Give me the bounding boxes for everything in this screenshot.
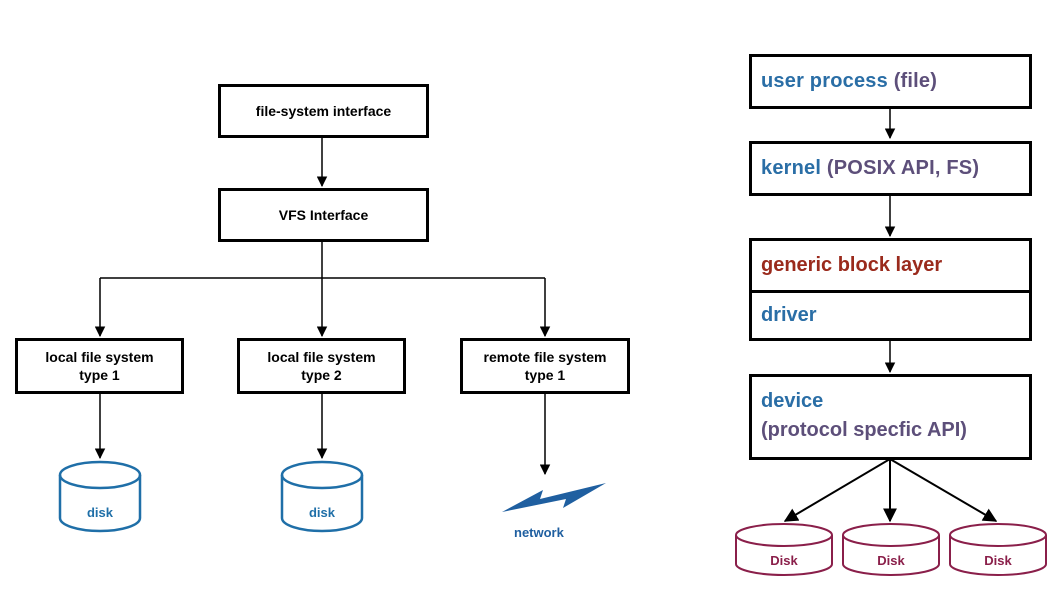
driver-label: driver — [752, 289, 1029, 339]
kernel-label: kernel — [761, 157, 822, 179]
arrow-device-to-disk-3 — [889, 458, 998, 522]
local-fs-2-line2: type 2 — [301, 367, 342, 383]
disk-2-label: disk — [308, 505, 335, 520]
network-label: network — [514, 525, 564, 540]
right-disk-3-label: Disk — [984, 553, 1012, 568]
local-fs-1-line1: local file system — [45, 348, 154, 365]
network-icon — [502, 483, 606, 512]
file-system-interface-box: file-system interface — [218, 84, 429, 138]
kernel-suffix: (POSIX API, FS) — [826, 157, 980, 179]
disk-icon — [735, 523, 833, 576]
right-disk-2-label: Disk — [877, 553, 905, 568]
disk-icon — [280, 460, 364, 533]
kernel-box: kernel (POSIX API, FS) — [749, 141, 1032, 196]
remote-fs-1-line1: remote file system — [483, 348, 607, 365]
local-fs-type-1-box: local file system type 1 — [15, 338, 184, 394]
disk-icon — [949, 523, 1047, 576]
local-fs-2-line1: local file system — [267, 348, 376, 365]
device-label: device — [761, 390, 824, 412]
remote-fs-1-line2: type 1 — [524, 367, 566, 383]
arrow-device-to-disk-1 — [783, 458, 891, 522]
disk-1-label: disk — [86, 505, 113, 520]
remote-fs-type-1-box: remote file system type 1 — [460, 338, 630, 394]
device-box: device (protocol specfic API) — [749, 374, 1032, 460]
user-process-suffix: (file) — [893, 70, 938, 92]
right-disk-1-label: Disk — [770, 553, 798, 568]
disk-icon — [58, 460, 142, 533]
user-process-box: user process (file) — [749, 54, 1032, 109]
user-process-label: user process — [761, 70, 888, 92]
vfs-interface-label: VFS Interface — [278, 206, 369, 223]
file-system-interface-label: file-system interface — [255, 102, 392, 119]
device-suffix: (protocol specfic API) — [761, 419, 967, 441]
local-fs-1-line2: type 1 — [79, 367, 120, 383]
disk-icon — [842, 523, 940, 576]
block-driver-box: generic block layer driver — [749, 238, 1032, 341]
vfs-interface-box: VFS Interface — [218, 188, 429, 242]
generic-block-layer-label: generic block layer — [761, 253, 943, 276]
local-fs-type-2-box: local file system type 2 — [237, 338, 406, 394]
